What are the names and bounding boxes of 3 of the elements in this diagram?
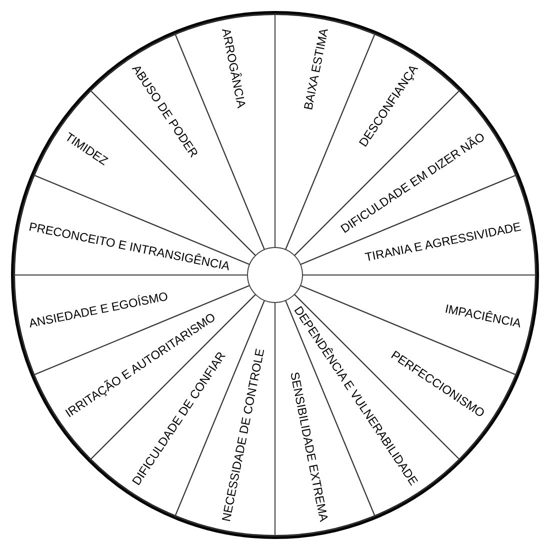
sector-label: BAIXA ESTIMA xyxy=(300,27,331,112)
center-circle xyxy=(247,247,303,303)
wheel-outline xyxy=(11,11,539,539)
